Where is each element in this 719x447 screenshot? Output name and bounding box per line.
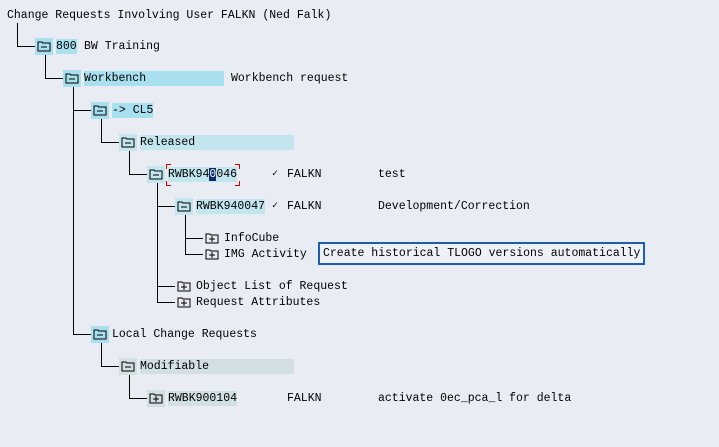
request-owner: FALKN <box>287 168 322 181</box>
infocube-node[interactable]: InfoCube <box>224 232 280 245</box>
modifiable-node[interactable]: Modifiable <box>140 359 294 374</box>
tree-line <box>101 142 119 143</box>
text-cursor: 0 <box>209 168 217 181</box>
folder-open-icon[interactable] <box>175 198 193 215</box>
system-label: BW Training <box>84 40 160 53</box>
tree-line <box>45 78 63 79</box>
tree-line <box>185 215 186 255</box>
check-icon: ✓ <box>272 169 279 180</box>
folder-open-icon[interactable] <box>63 70 81 87</box>
request2-description: activate 0ec_pca_l for delta <box>378 392 572 405</box>
tree-line <box>45 55 46 79</box>
folder-open-icon[interactable] <box>35 38 53 55</box>
request2-owner: FALKN <box>287 392 322 405</box>
system-id[interactable]: 800 <box>56 39 77 54</box>
tree-line <box>101 366 119 367</box>
released-node[interactable]: Released <box>140 135 294 150</box>
folder-open-icon[interactable] <box>119 134 137 151</box>
tree-line <box>129 151 130 175</box>
task-owner: FALKN <box>287 200 322 213</box>
tree-line <box>157 286 175 287</box>
request-description: test <box>378 168 406 181</box>
task-description: Development/Correction <box>378 200 530 213</box>
target-node[interactable]: -> CL5 <box>112 103 154 118</box>
tree-line <box>101 343 102 367</box>
folder-closed-icon[interactable] <box>203 230 221 247</box>
tree-line <box>17 23 18 47</box>
request-attributes-node[interactable]: Request Attributes <box>196 296 321 309</box>
tree-line <box>129 174 147 175</box>
tree-line <box>157 183 158 302</box>
check-icon: ✓ <box>272 201 279 212</box>
local-requests-node[interactable]: Local Change Requests <box>112 328 257 341</box>
focus-marker <box>166 164 171 169</box>
folder-open-icon[interactable] <box>119 358 137 375</box>
workbench-description: Workbench request <box>231 72 349 85</box>
tree-line <box>73 334 91 335</box>
tree-line <box>17 46 35 47</box>
task-id[interactable]: RWBK940047 <box>196 199 266 214</box>
focus-marker <box>235 181 240 186</box>
tree-line <box>185 238 203 239</box>
folder-closed-icon[interactable] <box>147 390 165 407</box>
focus-marker <box>166 181 171 186</box>
tree-line <box>157 302 175 303</box>
request-id-suffix: 046 <box>216 168 238 181</box>
img-activity-node[interactable]: IMG Activity <box>224 248 307 261</box>
img-activity-value[interactable]: Create historical TLOGO versions automat… <box>318 242 646 265</box>
focus-marker <box>235 164 240 169</box>
tree-line <box>73 110 91 111</box>
tree-line <box>185 254 203 255</box>
folder-open-icon[interactable] <box>91 102 109 119</box>
request2-id[interactable]: RWBK900104 <box>168 391 238 406</box>
folder-closed-icon[interactable] <box>175 278 193 295</box>
folder-closed-icon[interactable] <box>203 246 221 263</box>
request-id-prefix: RWBK94 <box>168 168 210 181</box>
folder-open-icon[interactable] <box>91 326 109 343</box>
request-id[interactable]: RWBK940046 <box>168 167 238 182</box>
tree-line <box>129 375 130 399</box>
tree-line <box>73 87 74 335</box>
tree-title: Change Requests Involving User FALKN (Ne… <box>7 9 332 22</box>
folder-open-icon[interactable] <box>147 166 165 183</box>
tree-line <box>157 206 175 207</box>
tree-line <box>129 398 147 399</box>
tree-line <box>101 119 102 143</box>
workbench-node[interactable]: Workbench <box>84 71 224 86</box>
folder-closed-icon[interactable] <box>175 294 193 311</box>
object-list-node[interactable]: Object List of Request <box>196 280 348 293</box>
